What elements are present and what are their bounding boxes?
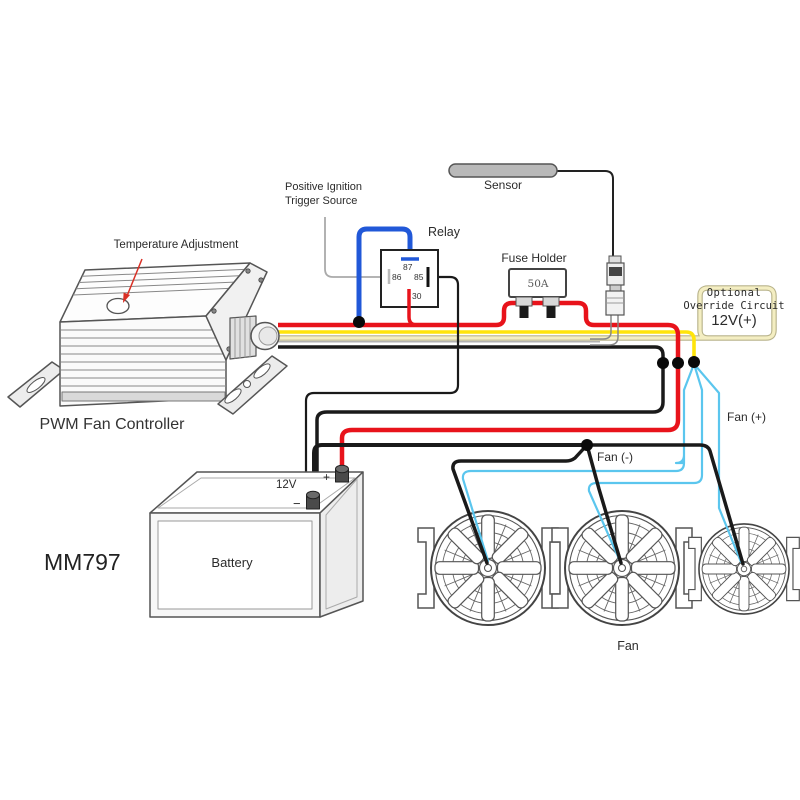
junction-relay-power (353, 316, 365, 328)
fuse-terminal-left (515, 296, 533, 318)
relay (380, 249, 439, 327)
junction-fan-positive (688, 356, 700, 368)
fan-positive-wire-left (461, 362, 696, 563)
temperature-pointer-arrow (123, 258, 143, 303)
relay-pin-87-label: 87 (403, 262, 413, 272)
temperature-adjustment-knob (106, 297, 130, 315)
pwm-fan-controller (7, 262, 288, 415)
fan-negative-wire-right (585, 443, 745, 566)
ignition-trigger-wire (324, 217, 382, 278)
relay-pin-86-label: 86 (392, 272, 402, 282)
override-wire (278, 286, 776, 340)
relay-85-ground-wire (304, 275, 460, 500)
battery (149, 464, 364, 618)
battery-positive-terminal (335, 464, 349, 483)
override-label-line2: Override Circuit (683, 300, 785, 312)
battery-plus-label: + (323, 470, 331, 484)
red-power-wire (278, 300, 681, 470)
sensor-label: Sensor (484, 178, 523, 192)
fan-negative-trunk (312, 443, 587, 499)
fan-negative-wire-left (451, 443, 589, 565)
temperature-adjustment-label: Temperature Adjustment (113, 239, 239, 251)
fan-negative-label: Fan (-) (597, 450, 633, 464)
model-number-label: MM797 (44, 549, 121, 575)
fuse-terminal-right (542, 296, 560, 318)
temperature-sensor (448, 163, 558, 178)
battery-minus-label: − (293, 496, 301, 511)
sensor-connector (590, 255, 625, 346)
controller-ground-wire (278, 345, 665, 500)
relay-label: Relay (428, 225, 460, 239)
relay-87-blue-wire (356, 226, 413, 319)
fan-left (417, 510, 559, 626)
junction-dots (353, 316, 700, 451)
fan-negative-wire-middle (585, 443, 623, 565)
ignition-trigger-label: Positive Ignition Trigger Source (285, 181, 363, 207)
junction-ground (657, 357, 669, 369)
battery-voltage-label: 12V (276, 479, 297, 491)
fan-label: Fan (617, 639, 639, 653)
cable-gland (229, 315, 280, 360)
fan-positive-wire-middle (587, 362, 704, 563)
battery-label: Battery (211, 555, 253, 570)
relay-pin-85-label: 85 (414, 272, 424, 282)
sensor-cable (556, 170, 614, 256)
yellow-wire (278, 330, 696, 358)
fuse-holder (508, 268, 567, 318)
relay-pin-30-wire (407, 289, 418, 327)
pwm-controller-label: PWM Fan Controller (39, 416, 185, 433)
override-label-line1: Optional (706, 287, 762, 299)
wire-harness (278, 285, 777, 500)
fuse-holder-label: Fuse Holder (501, 251, 567, 265)
fan-right (687, 523, 800, 615)
fuse-rating-label: 50A (527, 278, 549, 290)
fan-positive-label: Fan (+) (727, 410, 767, 424)
battery-negative-terminal (306, 490, 320, 510)
relay-pin-30-label: 30 (412, 291, 422, 301)
junction-power (672, 357, 684, 369)
fan-middle (551, 510, 693, 626)
override-label-line3: 12V(+) (711, 312, 757, 329)
fan-positive-wire-right (692, 362, 743, 564)
junction-fan-negative (581, 439, 593, 451)
